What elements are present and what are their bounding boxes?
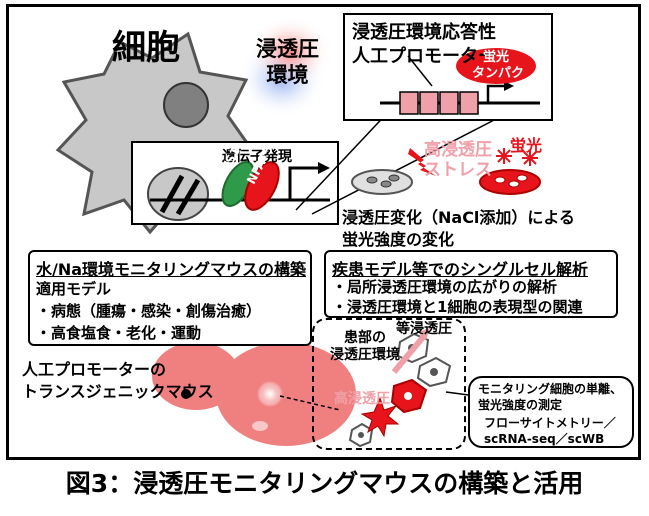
- reporter-oval: [456, 48, 536, 84]
- stress-description-2: 蛍光強度の変化: [342, 230, 455, 249]
- figure-caption: 図3：浸透圧モニタリングマウスの構築と活用: [65, 469, 584, 498]
- single-cell-item-1: ・局所浸透圧環境の広がりの解析: [332, 278, 558, 296]
- stress-description-1: 浸透圧変化（NaCl添加）による: [342, 208, 575, 227]
- mouse-model-title: 水/Na環境モニタリングマウスの構築: [36, 260, 307, 279]
- local-environment-region: [312, 318, 466, 450]
- osmotic-environment-glow: [238, 16, 332, 118]
- monitoring-line-1: モニタリング細胞の単離、: [478, 382, 623, 396]
- dish-after: [479, 169, 541, 195]
- monitoring-box: [468, 376, 634, 448]
- osmotic-env-label: 浸透圧 環境: [256, 37, 319, 87]
- promoter-title-2: 人工プロモーター: [352, 46, 496, 67]
- transgenic-label-2: トランスジェニックマウス: [22, 382, 214, 401]
- monitoring-line-4: scRNA-seq／scWB: [484, 432, 605, 446]
- hyperosmotic-label: 高浸透圧: [334, 391, 390, 407]
- mouse-model-item-1: ・病態（腫瘍・感染・創傷治癒）: [36, 302, 262, 320]
- stress-label: 高浸透圧 ストレス: [424, 140, 492, 180]
- single-cell-item-2: ・浸透圧環境と1細胞の表現型の関連: [332, 298, 583, 316]
- hyperosmotic-burst-icon: [360, 396, 400, 438]
- mouse-model-item-2: ・高食塩食・老化・運動: [36, 324, 202, 342]
- gene-expression-arrow: [288, 166, 318, 200]
- transgenic-mouse: [152, 294, 356, 446]
- response-elements: [399, 91, 479, 115]
- fluorescence-burst-icon: [496, 148, 538, 166]
- dish-before: [351, 169, 413, 195]
- cell-nucleus: [163, 82, 209, 128]
- osmotic-gradient-arrow: [391, 334, 427, 374]
- monitoring-line-2: 蛍光強度の測定: [478, 398, 563, 412]
- mouse-model-subtitle: 適用モデル: [36, 280, 112, 298]
- gene-expression-label: 遺伝子発現: [222, 149, 292, 165]
- local-env-label: 患部の 浸透圧環境: [330, 330, 400, 363]
- transgenic-label-1: 人工プロモーターの: [22, 360, 167, 379]
- monitoring-line-3: フローサイトメトリー／: [484, 416, 616, 430]
- isoosmotic-label: 等浸透圧: [396, 321, 452, 337]
- single-cell-box: [324, 250, 618, 318]
- cell-label: 細胞: [112, 28, 180, 68]
- promoter-title-1: 浸透圧環境応答性: [352, 22, 496, 43]
- nfat5-factor: [244, 161, 280, 211]
- reporter-label: 蛍光 タンパク: [472, 50, 525, 81]
- single-cell-title: 疾患モデル等でのシングルセル解析: [332, 260, 589, 279]
- fluorescence-label: 蛍光: [510, 136, 543, 155]
- stress-lightning-icon: [408, 148, 436, 176]
- mouse-model-box: [28, 250, 312, 346]
- figure-frame: [6, 4, 641, 460]
